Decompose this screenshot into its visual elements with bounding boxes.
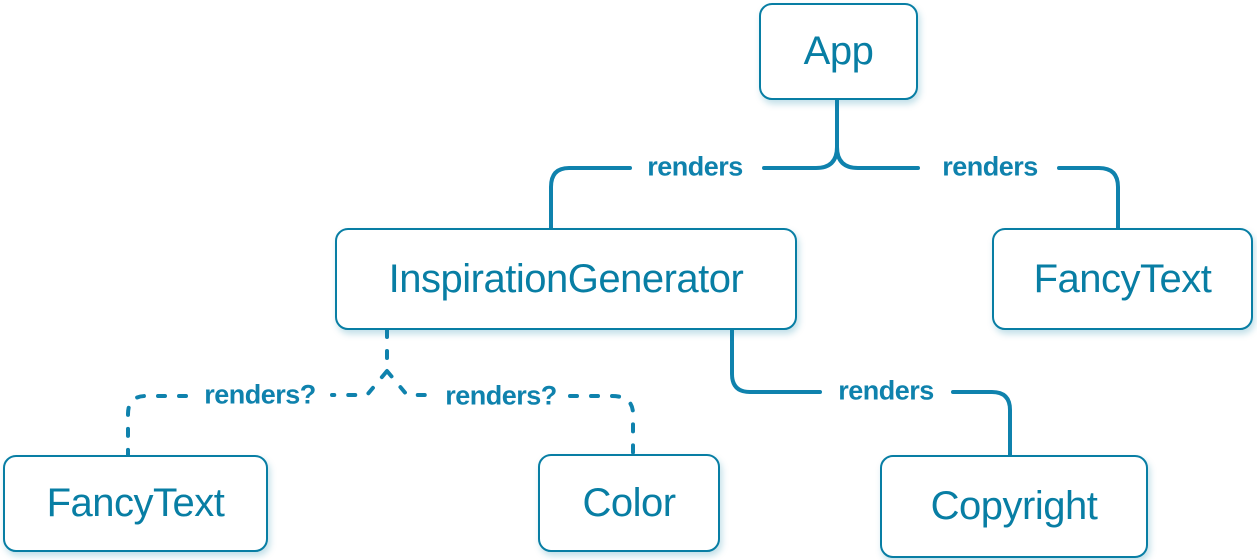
- node-color-label: Color: [582, 480, 676, 525]
- edge-app-to-fancy-text-line: [835, 145, 1120, 230]
- edge-inspiration-generator-to-color-label: renders?: [445, 380, 557, 411]
- edge-inspiration-generator-to-copyright-line: [730, 328, 1012, 457]
- edge-inspiration-generator-to-fancy-text-label: renders?: [204, 379, 316, 410]
- node-color: Color: [538, 454, 720, 552]
- edge-app-to-fancy-text-label: renders: [942, 151, 1038, 182]
- node-inspiration-generator: InspirationGenerator: [335, 228, 797, 330]
- node-app: App: [759, 3, 918, 100]
- node-fancy-text-top: FancyText: [992, 228, 1253, 330]
- node-inspiration-generator-label: InspirationGenerator: [388, 256, 744, 301]
- node-fancy-text-top-label: FancyText: [1033, 256, 1212, 301]
- edge-app-to-inspiration-generator-label: renders: [647, 151, 743, 182]
- edge-inspiration-generator-to-copyright-label: renders: [838, 375, 934, 406]
- edge-inspiration-generator-to-color-line: [385, 369, 635, 456]
- edge-inspiration-generator-to-fancy-text-line: [126, 328, 389, 457]
- node-copyright: Copyright: [880, 455, 1148, 558]
- node-app-label: App: [803, 29, 874, 73]
- node-fancy-text-bottom: FancyText: [3, 455, 268, 552]
- node-copyright-label: Copyright: [930, 484, 1098, 528]
- node-fancy-text-bottom-label: FancyText: [46, 481, 225, 525]
